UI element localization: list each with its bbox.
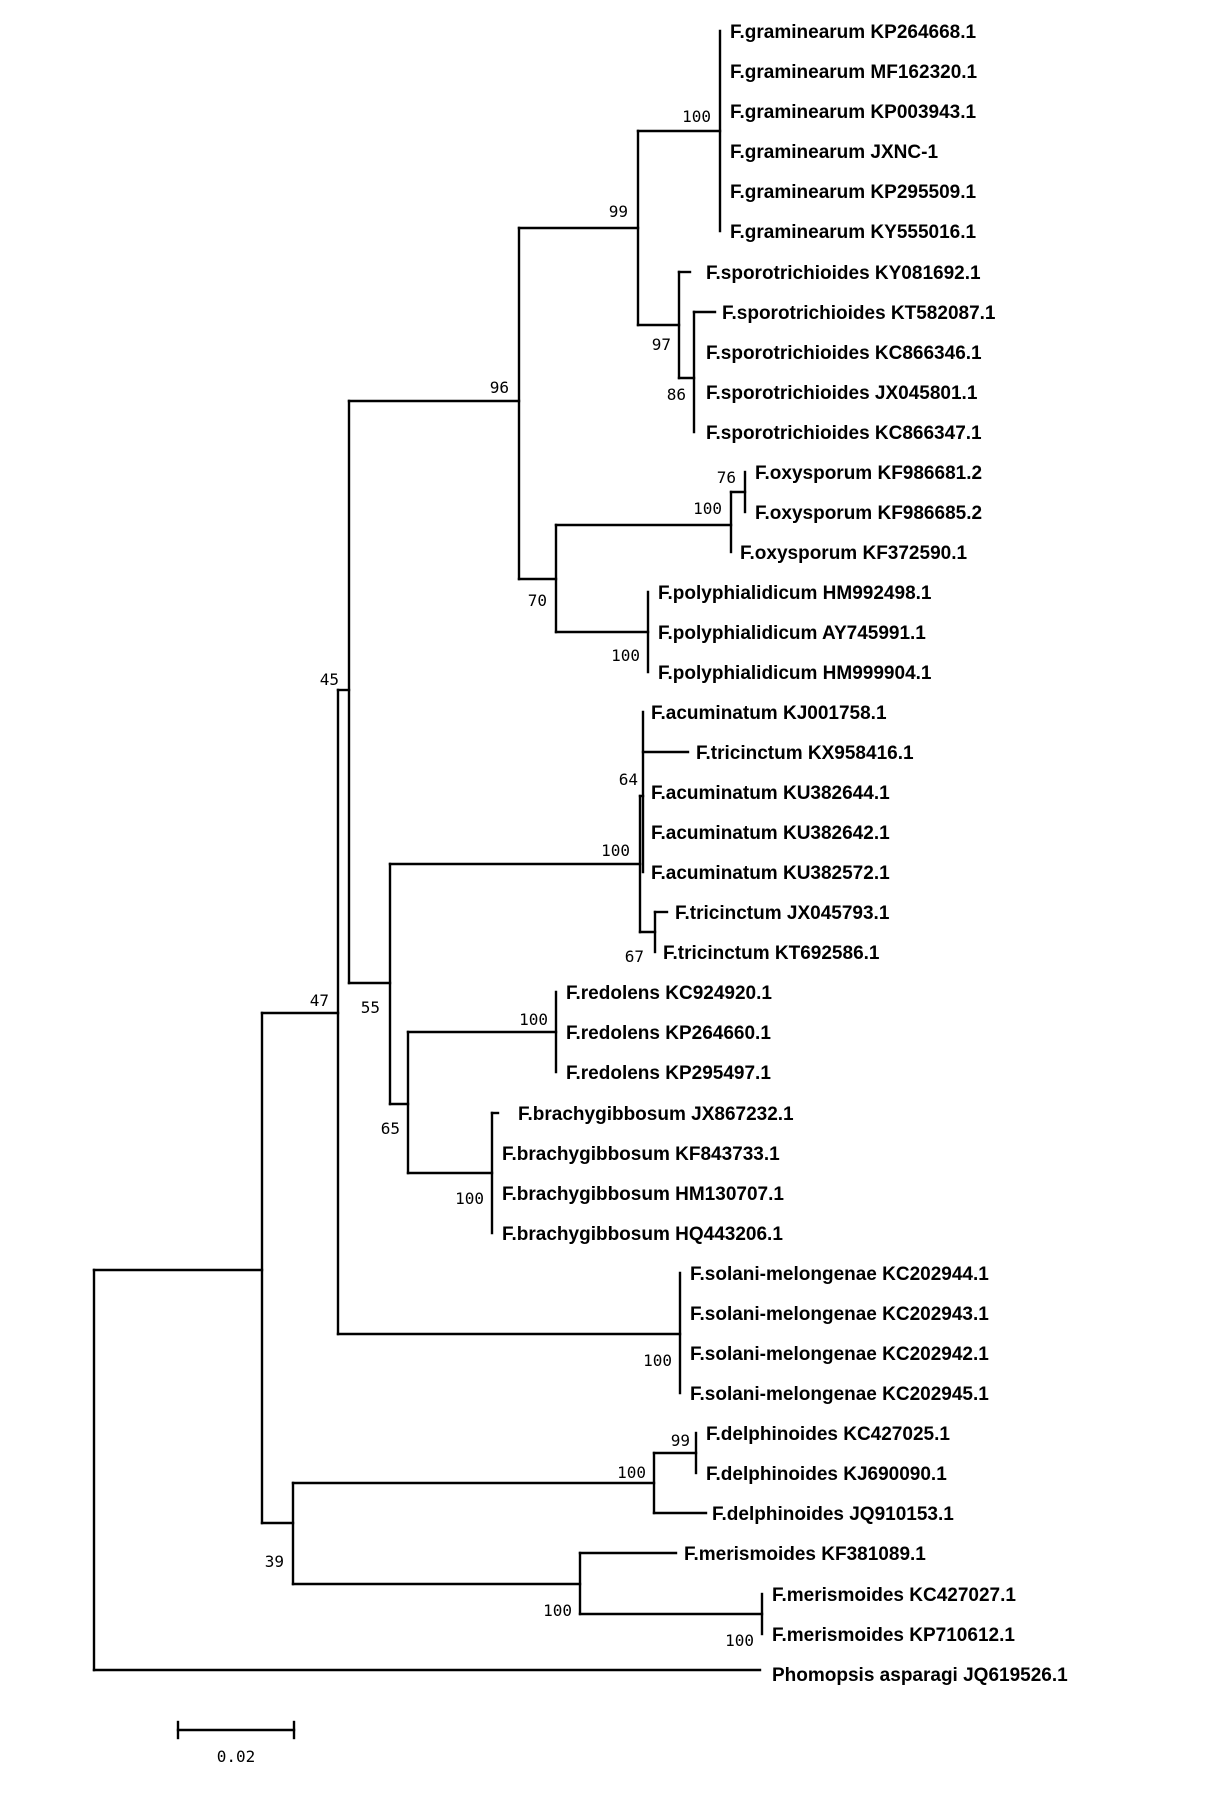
bootstrap-value: 64 (619, 770, 638, 789)
taxon-label: Phomopsis asparagi JQ619526.1 (772, 1665, 1068, 1686)
scale-bar-label: 0.02 (217, 1747, 256, 1766)
taxon-label: F.brachygibbosum KF843733.1 (502, 1144, 780, 1165)
taxon-label: F.sporotrichioides KC866347.1 (706, 423, 982, 444)
taxon-label: F.sporotrichioides KY081692.1 (706, 263, 981, 284)
taxon-label: F.redolens KP264660.1 (566, 1023, 771, 1044)
bootstrap-value: 97 (652, 335, 671, 354)
taxon-label: F.delphinoides KJ690090.1 (706, 1464, 947, 1485)
bootstrap-value: 100 (519, 1010, 548, 1029)
taxon-label: F.oxysporum KF372590.1 (740, 543, 967, 564)
taxon-label: F.delphinoides KC427025.1 (706, 1424, 950, 1445)
bootstrap-value: 65 (381, 1119, 400, 1138)
bootstrap-value: 100 (725, 1631, 754, 1650)
taxon-label: F.polyphialidicum HM999904.1 (658, 663, 932, 684)
bootstrap-value: 45 (320, 670, 339, 689)
bootstrap-value: 86 (667, 385, 686, 404)
taxon-label: F.acuminatum KU382644.1 (651, 783, 890, 804)
taxon-label: F.acuminatum KJ001758.1 (651, 703, 887, 724)
taxon-label: F.redolens KP295497.1 (566, 1063, 771, 1084)
taxon-label: F.tricinctum KX958416.1 (696, 743, 914, 764)
taxon-label: F.solani-melongenae KC202943.1 (690, 1304, 989, 1325)
bootstrap-value: 99 (609, 202, 628, 221)
bootstrap-value: 100 (643, 1351, 672, 1370)
bootstrap-value: 100 (617, 1463, 646, 1482)
bootstrap-value: 100 (682, 107, 711, 126)
taxon-label: F.brachygibbosum JX867232.1 (518, 1104, 794, 1125)
bootstrap-value: 100 (543, 1601, 572, 1620)
taxon-label: F.sporotrichioides KC866346.1 (706, 343, 982, 364)
bootstrap-value: 39 (265, 1552, 284, 1571)
bootstrap-value: 100 (455, 1189, 484, 1208)
taxon-label: F.polyphialidicum AY745991.1 (658, 623, 926, 644)
taxon-label: F.tricinctum JX045793.1 (675, 903, 890, 924)
bootstrap-value: 67 (625, 947, 644, 966)
bootstrap-value: 55 (361, 998, 380, 1017)
taxon-label: F.sporotrichioides KT582087.1 (722, 303, 996, 324)
taxon-label: F.solani-melongenae KC202942.1 (690, 1344, 989, 1365)
taxon-label: F.solani-melongenae KC202945.1 (690, 1384, 989, 1405)
taxon-label: F.graminearum KP003943.1 (730, 102, 977, 123)
taxon-label: F.oxysporum KF986681.2 (755, 463, 982, 484)
taxon-labels: F.graminearum KP264668.1 F.graminearum M… (502, 22, 1068, 1686)
taxon-label: F.redolens KC924920.1 (566, 983, 772, 1004)
taxon-label: F.tricinctum KT692586.1 (663, 943, 880, 964)
taxon-label: F.merismoides KC427027.1 (772, 1585, 1016, 1606)
taxon-label: F.acuminatum KU382572.1 (651, 863, 890, 884)
taxon-label: F.graminearum MF162320.1 (730, 62, 978, 83)
taxon-label: F.polyphialidicum HM992498.1 (658, 583, 932, 604)
taxon-label: F.graminearum KY555016.1 (730, 222, 977, 243)
bootstrap-value: 100 (693, 499, 722, 518)
taxon-label: F.merismoides KF381089.1 (684, 1544, 926, 1565)
tree-branches (92, 29, 764, 1740)
support-values: 100 99 97 86 96 76 100 70 100 45 64 100 … (265, 107, 754, 1650)
taxon-label: F.brachygibbosum HQ443206.1 (502, 1224, 783, 1245)
bootstrap-value: 70 (528, 591, 547, 610)
taxon-label: F.acuminatum KU382642.1 (651, 823, 890, 844)
taxon-label: F.brachygibbosum HM130707.1 (502, 1184, 784, 1205)
taxon-label: F.graminearum KP295509.1 (730, 182, 977, 203)
bootstrap-value: 100 (601, 841, 630, 860)
bootstrap-value: 100 (611, 646, 640, 665)
taxon-label: F.oxysporum KF986685.2 (755, 503, 982, 524)
taxon-label: F.graminearum JXNC-1 (730, 142, 938, 163)
bootstrap-value: 99 (671, 1431, 690, 1450)
bootstrap-value: 47 (310, 991, 329, 1010)
taxon-label: F.delphinoides JQ910153.1 (712, 1504, 954, 1525)
taxon-label: F.solani-melongenae KC202944.1 (690, 1264, 989, 1285)
taxon-label: F.sporotrichioides JX045801.1 (706, 383, 978, 404)
bootstrap-value: 96 (490, 378, 509, 397)
bootstrap-value: 76 (717, 468, 736, 487)
taxon-label: F.merismoides KP710612.1 (772, 1625, 1015, 1646)
taxon-label: F.graminearum KP264668.1 (730, 22, 977, 43)
